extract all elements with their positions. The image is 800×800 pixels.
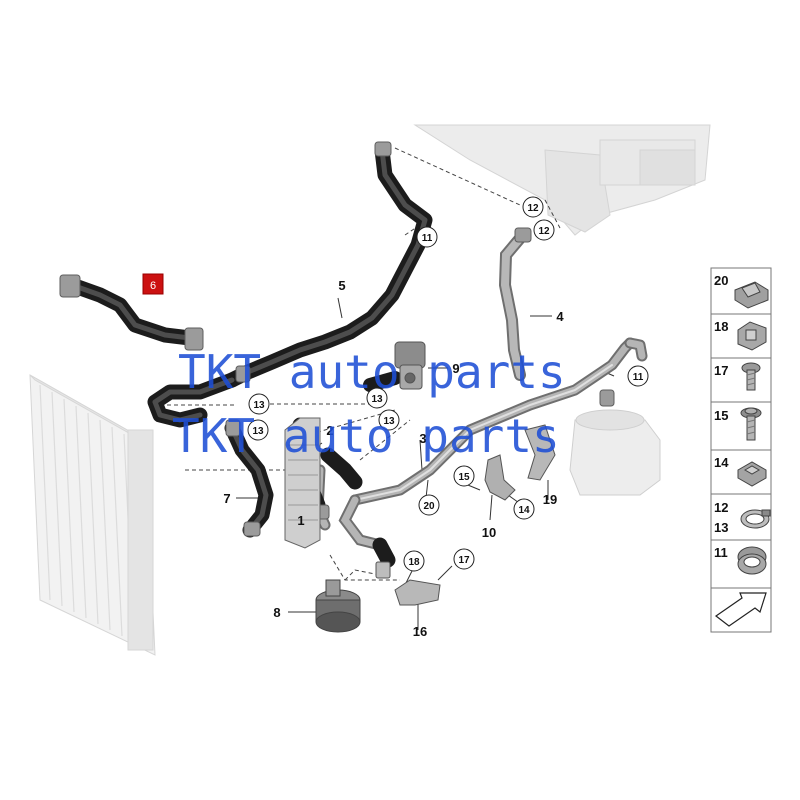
coolant-pipe-4 xyxy=(498,230,528,381)
circled-callout-text: 11 12 12 11 13 13 13 13 15 14 17 18 20 xyxy=(252,203,643,568)
washer-screw-icon xyxy=(740,407,762,441)
nut-icon xyxy=(737,461,767,487)
screw-icon xyxy=(741,362,761,391)
bracket-16 xyxy=(394,579,441,606)
clip-icon xyxy=(734,281,769,309)
legend-item-18: 18 xyxy=(714,319,767,351)
hose-short-9 xyxy=(363,371,402,392)
legend-label-15: 15 xyxy=(714,408,728,423)
ghost-engine-block xyxy=(413,124,711,236)
hose-6 xyxy=(64,277,198,346)
legend-item-15: 15 xyxy=(714,407,762,441)
watermark: TKT auto parts TKT auto parts xyxy=(172,345,566,463)
legend-item-12-13: 12 13 xyxy=(714,500,771,535)
callout-18: 18 xyxy=(408,557,420,568)
callout-12b: 12 xyxy=(538,226,550,237)
heat-exchanger xyxy=(284,417,321,549)
legend-label-17: 17 xyxy=(714,363,728,378)
callout-labels: 1 2 3 4 5 7 8 9 10 16 19 xyxy=(223,278,564,639)
callout-12a: 12 xyxy=(527,203,539,214)
hose-lower-center xyxy=(372,537,396,568)
pump xyxy=(315,579,361,633)
legend-label-13: 13 xyxy=(714,520,728,535)
circled-callouts xyxy=(247,196,649,572)
watermark-line-1: TKT auto parts xyxy=(178,345,566,399)
ghost-expansion-tank xyxy=(569,409,661,496)
legend-item-arrow xyxy=(714,592,767,627)
legend-item-20: 20 xyxy=(714,273,769,309)
bracket-19 xyxy=(524,424,556,481)
legend-label-20: 20 xyxy=(714,273,728,288)
hose-5 xyxy=(224,142,433,388)
callout-13d: 13 xyxy=(252,426,264,437)
hose-lower-left xyxy=(147,372,240,428)
valve xyxy=(394,341,426,390)
callout-16: 16 xyxy=(413,624,427,639)
callout-7: 7 xyxy=(223,491,230,506)
holder-clip-icon xyxy=(737,321,767,351)
connector-18 xyxy=(375,561,391,579)
callout-5: 5 xyxy=(338,278,345,293)
callout-20: 20 xyxy=(423,501,435,512)
spring-clamp-icon xyxy=(737,546,767,575)
coolant-pipe-3 xyxy=(349,337,648,506)
callout-13c: 13 xyxy=(383,416,395,427)
callout-2: 2 xyxy=(326,423,333,438)
legend-label-11: 11 xyxy=(714,545,728,560)
legend-item-14: 14 xyxy=(714,455,767,487)
bracket-10 xyxy=(484,454,516,501)
hose-7 xyxy=(224,420,274,538)
legend-label-12: 12 xyxy=(714,500,728,515)
callout-3: 3 xyxy=(419,431,426,446)
direction-arrow-icon xyxy=(714,592,767,627)
fittings xyxy=(59,141,615,537)
callout-9: 9 xyxy=(452,361,459,376)
callout-14: 14 xyxy=(518,505,530,516)
callout-11b: 11 xyxy=(633,372,644,383)
highlight-tag-label: 6 xyxy=(150,280,156,292)
legend-label-14: 14 xyxy=(714,455,729,470)
callout-4: 4 xyxy=(556,309,564,324)
hose-clamp-icon xyxy=(740,509,771,529)
ghost-radiator xyxy=(29,374,156,656)
callout-19: 19 xyxy=(543,492,557,507)
callout-17: 17 xyxy=(458,555,470,566)
callout-13a: 13 xyxy=(253,400,265,411)
legend-item-11: 11 xyxy=(714,545,767,575)
callout-10: 10 xyxy=(482,525,496,540)
callout-15: 15 xyxy=(458,472,470,483)
legend-label-18: 18 xyxy=(714,319,728,334)
watermark-line-2: TKT auto parts xyxy=(172,409,560,463)
callout-11a: 11 xyxy=(422,233,433,244)
callout-8: 8 xyxy=(273,605,280,620)
callout-13b: 13 xyxy=(371,394,383,405)
callout-1: 1 xyxy=(297,513,304,528)
highlight-tag: 6 xyxy=(142,273,164,295)
legend-panel: 20 18 17 15 xyxy=(710,267,772,633)
legend-item-17: 17 xyxy=(714,362,761,391)
